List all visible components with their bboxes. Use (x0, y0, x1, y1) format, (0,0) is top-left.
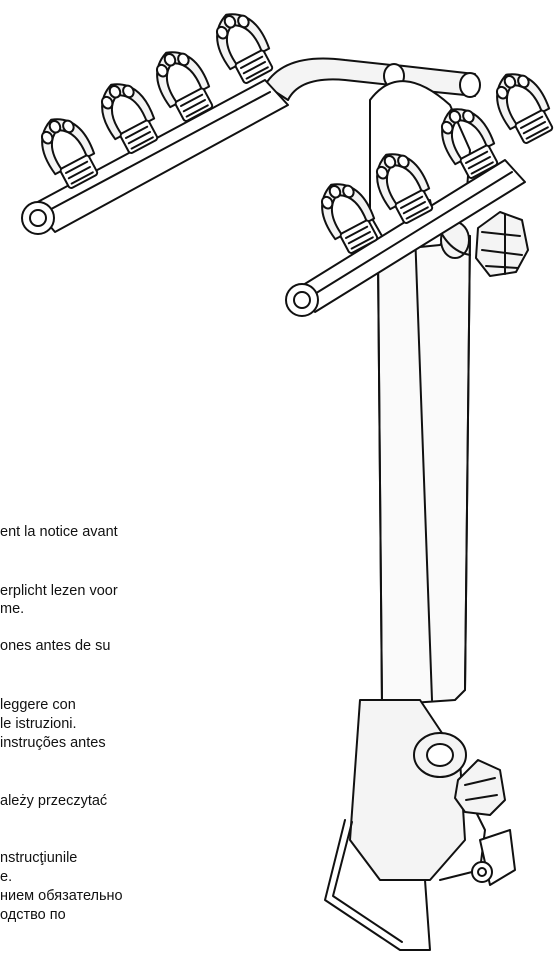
instruction-line: нием обязательно (0, 888, 123, 904)
lower-cradle-1 (320, 183, 379, 254)
upper-arm (21, 79, 289, 235)
mast (377, 231, 471, 706)
instruction-line: ones antes de su (0, 638, 111, 654)
upper-cradle-2 (100, 83, 159, 154)
instruction-line: instruções antes (0, 735, 106, 751)
instruction-line: le istruzioni. (0, 716, 77, 732)
lower-cradle-3 (440, 108, 499, 179)
instruction-line: ent la notice avant (0, 524, 118, 540)
instruction-line: me. (0, 601, 25, 617)
instruction-line: nstrucţiunile (0, 850, 78, 866)
lower-cradle-4 (495, 73, 554, 144)
upper-cradle-3 (155, 51, 214, 122)
side-knob (475, 211, 529, 277)
lower-cradle-2 (375, 153, 434, 224)
upper-cradle-1 (40, 118, 99, 189)
instruction-line: одство по (0, 907, 66, 923)
tightening-knob (454, 759, 506, 816)
crossbar (264, 57, 481, 101)
instruction-line: ależy przeczytać (0, 793, 108, 809)
instruction-line: e. (0, 869, 13, 885)
instruction-line: leggere con (0, 697, 76, 713)
hitch-clamp (324, 699, 516, 951)
lower-arm (285, 159, 526, 317)
upper-cradle-4 (215, 13, 274, 84)
instruction-line: erplicht lezen voor (0, 583, 118, 599)
